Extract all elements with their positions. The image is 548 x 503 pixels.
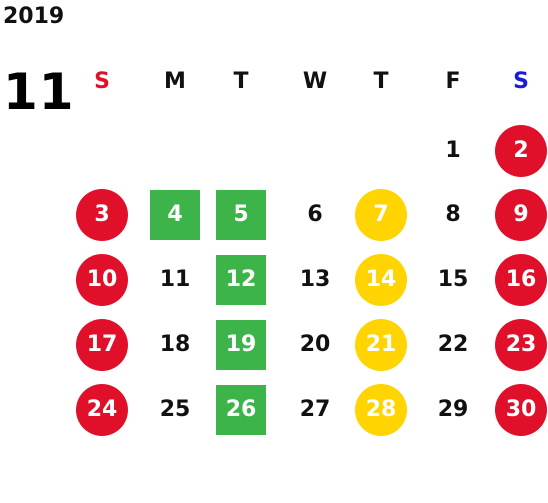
day-5[interactable]: 5 <box>216 190 266 240</box>
day-9[interactable]: 9 <box>495 189 547 241</box>
year-label: 2019 <box>3 4 65 29</box>
day-21[interactable]: 21 <box>355 319 407 371</box>
day-24[interactable]: 24 <box>76 384 128 436</box>
day-13[interactable]: 13 <box>299 267 331 292</box>
weekday-sunday: S <box>94 69 110 94</box>
day-17[interactable]: 17 <box>76 319 128 371</box>
day-20[interactable]: 20 <box>299 332 331 357</box>
weekday-tuesday: T <box>233 69 249 94</box>
day-6[interactable]: 6 <box>307 202 323 227</box>
day-14[interactable]: 14 <box>355 254 407 306</box>
day-16[interactable]: 16 <box>495 254 547 306</box>
day-15[interactable]: 15 <box>437 267 469 292</box>
day-30[interactable]: 30 <box>495 384 547 436</box>
day-11[interactable]: 11 <box>159 267 191 292</box>
month-number: 11 <box>3 63 75 121</box>
weekday-thursday: T <box>373 69 389 94</box>
weekday-wednesday: W <box>302 69 328 94</box>
day-19[interactable]: 19 <box>216 320 266 370</box>
day-12[interactable]: 12 <box>216 255 266 305</box>
day-1[interactable]: 1 <box>445 138 461 163</box>
weekday-saturday: S <box>513 69 529 94</box>
day-27[interactable]: 27 <box>299 397 331 422</box>
day-22[interactable]: 22 <box>437 332 469 357</box>
day-4[interactable]: 4 <box>150 190 200 240</box>
day-3[interactable]: 3 <box>76 189 128 241</box>
day-8[interactable]: 8 <box>445 202 461 227</box>
day-26[interactable]: 26 <box>216 385 266 435</box>
day-7[interactable]: 7 <box>355 189 407 241</box>
day-28[interactable]: 28 <box>355 384 407 436</box>
weekday-monday: M <box>164 69 186 94</box>
day-25[interactable]: 25 <box>159 397 191 422</box>
day-29[interactable]: 29 <box>437 397 469 422</box>
weekday-friday: F <box>445 69 461 94</box>
day-2[interactable]: 2 <box>495 125 547 177</box>
day-18[interactable]: 18 <box>159 332 191 357</box>
day-23[interactable]: 23 <box>495 319 547 371</box>
day-10[interactable]: 10 <box>76 254 128 306</box>
